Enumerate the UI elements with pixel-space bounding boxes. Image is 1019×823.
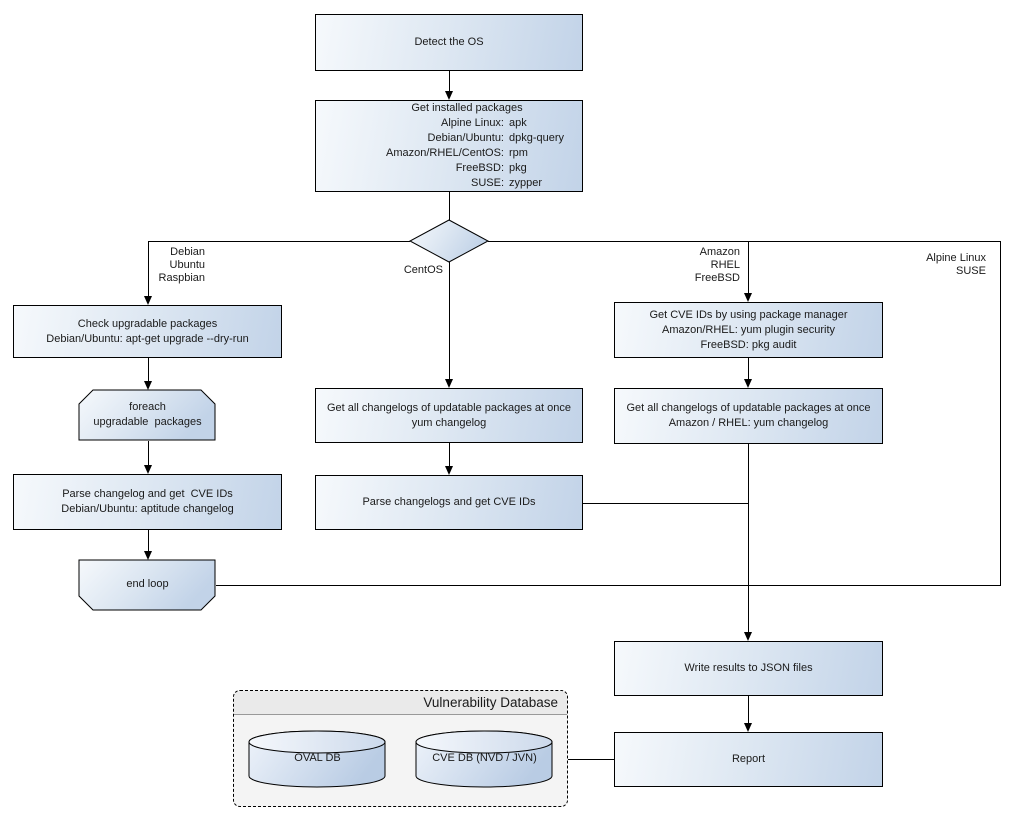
- kv-row: FreeBSD: pkg: [316, 161, 582, 176]
- node-line: FreeBSD: pkg audit: [700, 338, 797, 351]
- arrowhead-icon: [744, 723, 752, 732]
- edge-label-amazon: Amazon RHEL FreeBSD: [640, 246, 740, 285]
- node-write-json: Write results to JSON files: [614, 641, 883, 696]
- edge-label-debian: Debian Ubuntu Raspbian: [105, 246, 205, 285]
- node-detect-os: Detect the OS: [315, 14, 583, 71]
- arrowhead-icon: [445, 466, 453, 475]
- cve-db-label: CVE DB (NVD / JVN): [432, 752, 537, 764]
- oval-db-label: OVAL DB: [294, 752, 341, 764]
- node-get-changelogs-amazon: Get all changelogs of updatable packages…: [614, 388, 883, 444]
- edge-label-line: Raspbian: [158, 272, 205, 284]
- edge-vulndb-to-report: [568, 759, 614, 760]
- kv-value: rpm: [509, 147, 528, 159]
- kv-key: Debian/Ubuntu:: [427, 132, 504, 144]
- edge-getcve-to-changelogs: [748, 358, 749, 381]
- node-get-installed-packages: Get installed packages Alpine Linux: apk…: [315, 100, 583, 192]
- arrowhead-icon: [445, 91, 453, 100]
- edge-diamond-right: [488, 241, 1000, 242]
- node-line: Amazon / RHEL: yum changelog: [668, 417, 829, 429]
- node-line: Parse changelog and get CVE IDs: [62, 488, 233, 500]
- arrowhead-icon: [144, 465, 152, 474]
- edge-to-get-cve: [748, 241, 749, 295]
- node-line: Debian/Ubuntu: apt-get upgrade --dry-run: [46, 332, 249, 345]
- kv-value: pkg: [509, 162, 527, 174]
- node-line: Get all changelogs of updatable packages…: [626, 402, 871, 414]
- cve-db-cylinder: [415, 730, 553, 788]
- edge-label-line: Ubuntu: [169, 259, 205, 271]
- kv-key: SUSE:: [470, 177, 504, 189]
- edge-parse-to-endloop: [148, 530, 149, 553]
- kv-row: Amazon/RHEL/CentOS: rpm: [316, 146, 582, 161]
- node-line: Report: [731, 753, 766, 765]
- edge-to-write-json: [748, 444, 749, 634]
- arrowhead-icon: [744, 293, 752, 302]
- node-get-installed-title: Get installed packages: [411, 102, 523, 114]
- edge-detect-to-installed: [449, 71, 450, 93]
- oval-db-cylinder: [248, 730, 386, 788]
- edge-to-check-upgradable: [148, 241, 149, 298]
- end-loop-shape: [78, 559, 216, 611]
- edge-yum-to-parse: [449, 443, 450, 468]
- edge-diamond-left: [148, 241, 410, 242]
- edge-label-line: FreeBSD: [694, 272, 740, 284]
- edge-label-line: Alpine Linux: [926, 252, 986, 264]
- node-parse-changelog-deb: Parse changelog and get CVE IDs Debian/U…: [13, 474, 282, 530]
- kv-value: zypper: [509, 177, 543, 189]
- node-line: Amazon/RHEL: yum plugin security: [661, 323, 835, 336]
- kv-value: apk: [509, 117, 527, 129]
- arrowhead-icon: [445, 379, 453, 388]
- edge-check-to-foreach: [148, 358, 149, 383]
- edge-diamond-to-yum-changelog: [449, 262, 450, 381]
- node-parse-changelogs-yum: Parse changelogs and get CVE IDs: [315, 475, 583, 530]
- edge-label-alpine: Alpine Linux SUSE: [856, 252, 986, 278]
- edge-label-line: SUSE: [956, 265, 986, 277]
- kv-key: Amazon/RHEL/CentOS:: [386, 147, 504, 159]
- group-title: Vulnerability Database: [423, 695, 558, 710]
- node-get-changelogs-yum: Get all changelogs of updatable packages…: [315, 388, 583, 443]
- node-line: Check upgradable packages: [77, 317, 218, 330]
- edge-json-to-report: [748, 696, 749, 725]
- kv-row: Alpine Linux: apk: [316, 116, 582, 131]
- edge-parse-yum-out: [583, 503, 748, 504]
- node-line: Get all changelogs of updatable packages…: [326, 401, 571, 414]
- arrowhead-icon: [744, 632, 752, 641]
- foreach-loop-shape: [78, 389, 216, 441]
- node-report: Report: [614, 732, 883, 787]
- node-line: Write results to JSON files: [684, 662, 813, 674]
- edge-label-line: CentOS: [403, 264, 443, 276]
- kv-key: FreeBSD:: [455, 162, 504, 174]
- kv-row: Debian/Ubuntu: dpkg-query: [316, 131, 582, 146]
- node-line: yum changelog: [411, 416, 487, 429]
- edge-label-line: Amazon: [699, 246, 740, 258]
- node-line: Parse changelogs and get CVE IDs: [362, 496, 536, 508]
- kv-key: Alpine Linux:: [441, 117, 504, 129]
- node-line: Debian/Ubuntu: aptitude changelog: [61, 503, 234, 515]
- edge-alpine-suse: [1000, 241, 1001, 586]
- group-title-strip: Vulnerability Database: [234, 691, 567, 715]
- arrowhead-icon: [144, 296, 152, 305]
- node-line: Get CVE IDs by using package manager: [649, 308, 848, 321]
- edge-label-line: RHEL: [710, 259, 740, 271]
- node-get-cve-pkg-mgr: Get CVE IDs by using package manager Ama…: [614, 302, 883, 358]
- edge-installed-to-diamond: [449, 192, 450, 220]
- kv-value: dpkg-query: [509, 132, 565, 144]
- edge-foreach-to-parse: [148, 441, 149, 467]
- arrowhead-icon: [144, 381, 152, 390]
- decision-diamond: [408, 219, 490, 263]
- edge-endloop-out: [216, 585, 1001, 586]
- node-detect-os-label: Detect the OS: [414, 36, 484, 48]
- edge-label-line: Debian: [170, 246, 205, 258]
- arrowhead-icon: [744, 379, 752, 388]
- kv-row: SUSE: zypper: [316, 176, 582, 191]
- node-check-upgradable: Check upgradable packages Debian/Ubuntu:…: [13, 305, 282, 358]
- arrowhead-icon: [144, 551, 152, 560]
- edge-label-centos: CentOS: [343, 264, 443, 277]
